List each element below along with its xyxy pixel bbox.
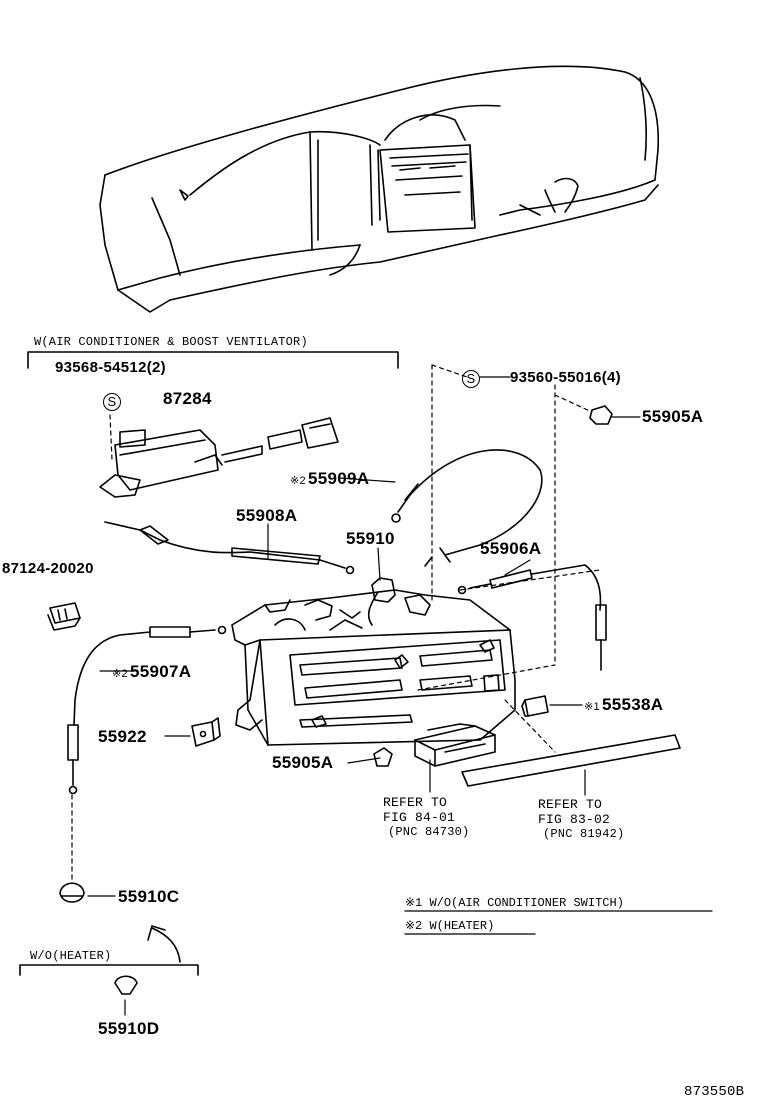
part-55908a: 55908A [236, 506, 298, 525]
ref2-line1: REFER TO [538, 797, 603, 812]
sensor-87284 [99, 417, 339, 498]
part-55906a: 55906A [480, 539, 542, 558]
cable-55906a [457, 564, 607, 671]
arrow-icon [147, 925, 181, 963]
part-93568: 93568-54512(2) [55, 359, 166, 376]
part-55910d: 55910D [98, 1019, 160, 1038]
panel-refer-83-02 [461, 734, 681, 787]
bracket-55922 [191, 717, 221, 747]
part-55909a: 55909A [307, 469, 370, 488]
part-55922: 55922 [98, 727, 147, 746]
switch-refer-84-01 [414, 723, 496, 767]
part-93560: 93560-55016(4) [510, 369, 621, 386]
cable-55908a [104, 521, 355, 575]
grommet-55910c [59, 882, 85, 903]
control-unit-55910 [231, 577, 516, 746]
part-55538a: 55538A [601, 695, 664, 714]
part-55905a-top: 55905A [642, 407, 704, 426]
ref1-line1: REFER TO [383, 795, 448, 810]
group-label-wo-heater: W/O(HEATER) [30, 949, 112, 963]
ref1-line2: FIG 84-01 [383, 810, 456, 825]
solid-leaders [87, 376, 641, 1016]
note-underlines [404, 910, 713, 935]
part-55910: 55910 [346, 529, 395, 548]
clip-55905a-bottom [373, 747, 393, 767]
part-55905a-bottom: 55905A [272, 753, 334, 772]
group-label-with-ac: W(AIR CONDITIONER & BOOST VENTILATOR) [34, 335, 308, 349]
figure-id: 873550B [684, 1084, 745, 1100]
marker-x2: ※2 [112, 668, 128, 680]
note-1: ※1 W/O(AIR CONDITIONER SWITCH) [405, 896, 624, 910]
part-55907a: 55907A [129, 662, 192, 681]
part-87284: 87284 [163, 389, 212, 408]
connector-87124 [47, 602, 81, 631]
note-2: ※2 W(HEATER) [405, 919, 495, 933]
cable-55907a [67, 625, 227, 795]
part-87124: 87124-20020 [2, 560, 94, 577]
clip-55905a-top [589, 405, 613, 425]
marker-x1: ※1 [584, 701, 600, 713]
part-55910c: 55910C [118, 887, 180, 906]
s-marker-left: S [103, 393, 121, 411]
knob-55538a [521, 695, 549, 717]
marker-x2: ※2 [290, 475, 306, 487]
s-marker-right: S [462, 370, 480, 388]
dashboard-outline [99, 65, 660, 313]
bracket-with-ac [27, 351, 399, 369]
ref2-line2: FIG 83-02 [538, 812, 611, 827]
grommet-55910d [114, 975, 138, 995]
cable-55909a [391, 449, 543, 567]
ref1-line3: (PNC 84730) [388, 825, 470, 839]
bracket-wo-heater [19, 964, 199, 976]
ref2-line3: (PNC 81942) [543, 827, 625, 841]
